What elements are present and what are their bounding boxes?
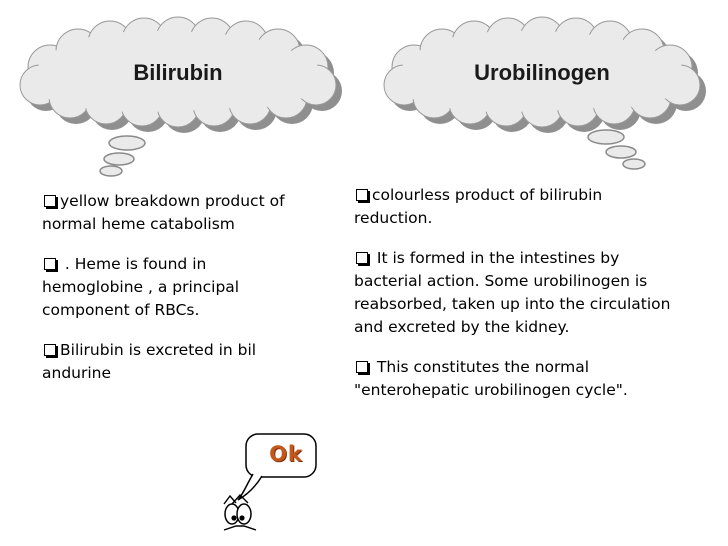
square-bullet-icon — [44, 195, 56, 207]
square-bullet-icon — [44, 258, 56, 270]
square-bullet-icon — [44, 344, 56, 356]
right-thought-cloud-icon — [383, 16, 706, 170]
list-item: It is formed in the intestines by bacter… — [354, 249, 671, 336]
ok-bubble-icon — [237, 433, 317, 501]
list-item: yellow breakdown product of normal heme … — [42, 192, 285, 233]
bilirubin-description: yellow breakdown product of normal heme … — [42, 190, 288, 402]
right-cloud-title: Urobilinogen — [474, 60, 610, 85]
list-item: Bilirubin is excreted in bil andurine — [42, 341, 257, 382]
list-item: . Heme is found in hemoglobine , a princ… — [42, 255, 240, 319]
square-bullet-icon — [356, 361, 368, 373]
urobilinogen-description: colourless product of bilirubin reductio… — [354, 184, 678, 419]
list-item: colourless product of bilirubin reductio… — [354, 186, 603, 227]
square-bullet-icon — [356, 252, 368, 264]
square-bullet-icon — [356, 189, 368, 201]
list-item: This constitutes the normal "enterohepat… — [354, 358, 628, 399]
left-thought-cloud-icon — [19, 16, 342, 177]
ok-label[interactable]: Ok — [269, 442, 303, 466]
left-cloud-title: Bilirubin — [133, 60, 223, 85]
cartoon-eyes-icon — [223, 493, 257, 531]
